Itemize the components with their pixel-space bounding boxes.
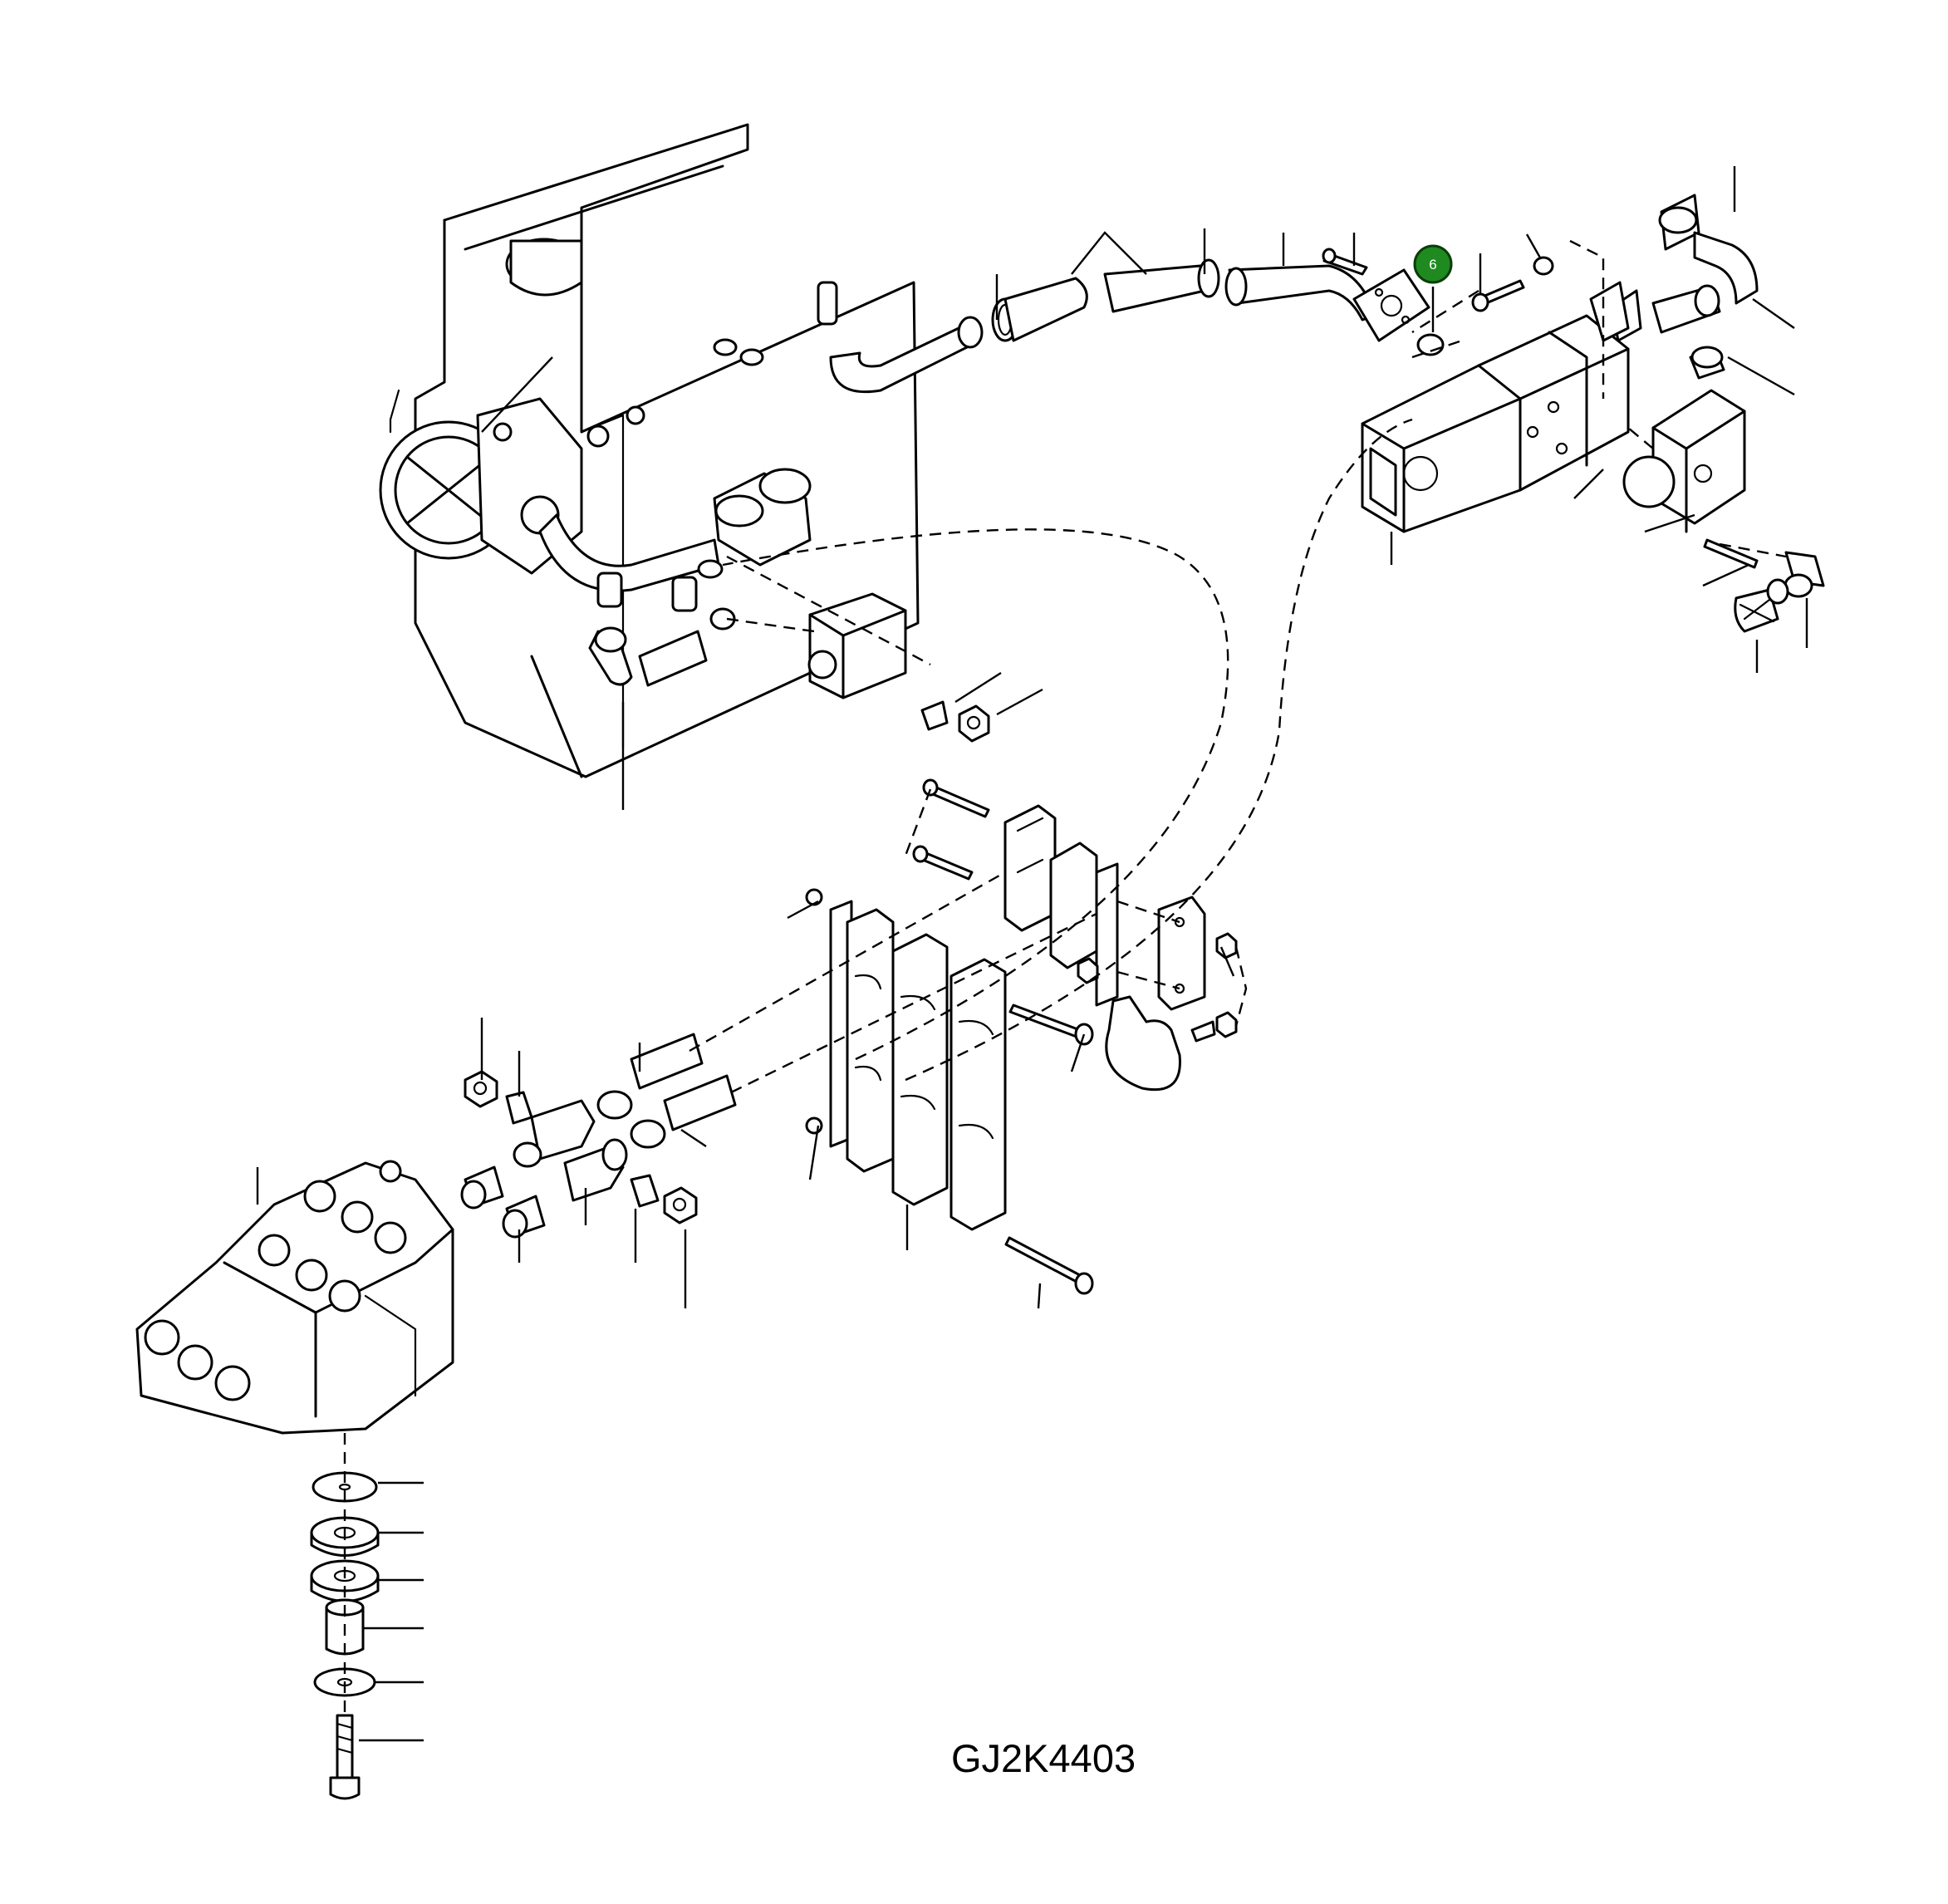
drawing-code: GJ2K4403 [951,1736,1136,1780]
hose-clamp-block-2 [891,933,949,1206]
cap-lower-right [630,1174,660,1208]
suction-hose-elbow [829,316,984,394]
callout-6[interactable]: 6 [1413,244,1453,284]
pump-washer [1533,256,1554,276]
assembly-dashed-lines [343,239,1787,1715]
hex-nut-lower-right [663,1186,698,1224]
strainer [1734,578,1789,633]
mount-bolt [329,1714,361,1800]
hose-clamp-block-3 [949,958,1007,1231]
clamp-nuts [1077,932,1238,1043]
cap-lower-left [505,1091,533,1125]
gear-pump [1361,281,1642,533]
hydraulic-tank [389,123,920,778]
clamp-half-upper [1003,804,1057,932]
suction-hose-segment-1 [1003,277,1088,342]
elbow-fitting-bottom [1784,551,1825,598]
hose-clamp-2 [1197,258,1220,298]
callout-6-label: 6 [1429,257,1436,272]
pressure-hose-2 [630,1074,737,1149]
band-clamp [1105,995,1181,1092]
filter-block [807,592,907,699]
tee-fitting-left [513,1099,596,1168]
valve-screw [1703,538,1759,569]
return-elbow [588,626,633,686]
adapter-fitting [1689,346,1725,380]
plug [920,700,949,731]
clamp-plate [1095,862,1119,1007]
tee-fitting-right [563,1138,628,1202]
return-hose-end [638,607,736,687]
mounting-plate [1157,896,1206,1011]
pressure-hose-short [1651,284,1721,334]
adapter-left-2 [502,1195,546,1239]
long-bolt-lower [912,845,974,881]
clamp-half-lower [1049,842,1098,969]
control-valve [135,1160,454,1435]
hose-clamp-plate-left [805,888,853,1148]
long-bolt-middle [1008,1004,1094,1046]
adapter-left-1 [460,1165,504,1210]
hex-nut-upper [958,704,990,743]
pressure-hose-1 [596,1033,704,1120]
o-ring [1416,333,1445,356]
suction-hose-segment-2 [1103,264,1210,313]
priority-valve-block [1622,389,1746,533]
long-bolt-upper [922,778,990,818]
leader-lines [256,166,1808,1742]
pump-flange [1352,268,1430,342]
tank-outlet-fittings [713,468,812,567]
elbow-fitting-top [1658,194,1759,305]
long-bolt-bottom [1004,1236,1094,1295]
suction-hose-bend [1224,264,1376,321]
tee-fittings [596,559,724,612]
hose-clamp-block-1 [846,908,895,1173]
